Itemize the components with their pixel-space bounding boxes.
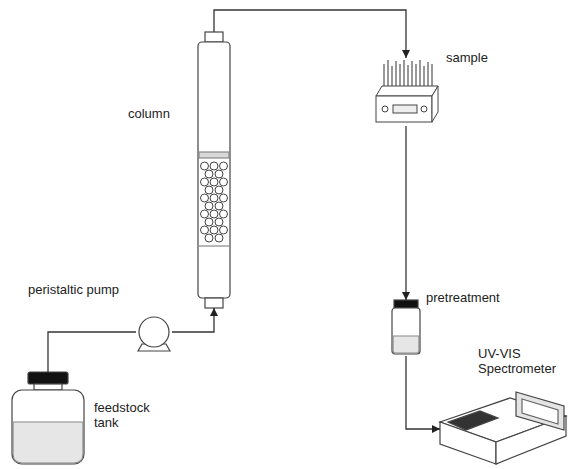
flow-arrow bbox=[406, 356, 440, 429]
spectrometer-symbol bbox=[440, 392, 566, 464]
column-symbol bbox=[198, 32, 230, 308]
equipment-label: feedstock tank bbox=[94, 400, 160, 430]
equipment-node: peristaltic pump bbox=[136, 312, 172, 352]
sample-rack bbox=[376, 60, 438, 122]
equipment-node: UV-VIS Spectrometer bbox=[440, 392, 568, 466]
pump-symbol bbox=[138, 317, 170, 351]
equipment-node: column bbox=[195, 32, 233, 308]
tank-bottle bbox=[12, 372, 84, 464]
flow-arrow bbox=[48, 332, 136, 372]
equipment-label: UV-VIS Spectrometer bbox=[478, 346, 568, 376]
flow-arrow bbox=[405, 126, 406, 300]
equipment-node: pretreatment bbox=[390, 300, 422, 356]
flow-arrow bbox=[214, 10, 406, 58]
flow-arrow bbox=[172, 308, 214, 332]
equipment-label: column bbox=[128, 106, 170, 121]
equipment-label: peristaltic pump bbox=[28, 282, 119, 297]
equipment-node: sample bbox=[372, 58, 440, 126]
equipment-node: feedstock tank bbox=[10, 372, 86, 466]
equipment-label: sample bbox=[446, 50, 488, 65]
pretreatment-vial bbox=[392, 300, 420, 354]
equipment-label: pretreatment bbox=[426, 290, 500, 305]
